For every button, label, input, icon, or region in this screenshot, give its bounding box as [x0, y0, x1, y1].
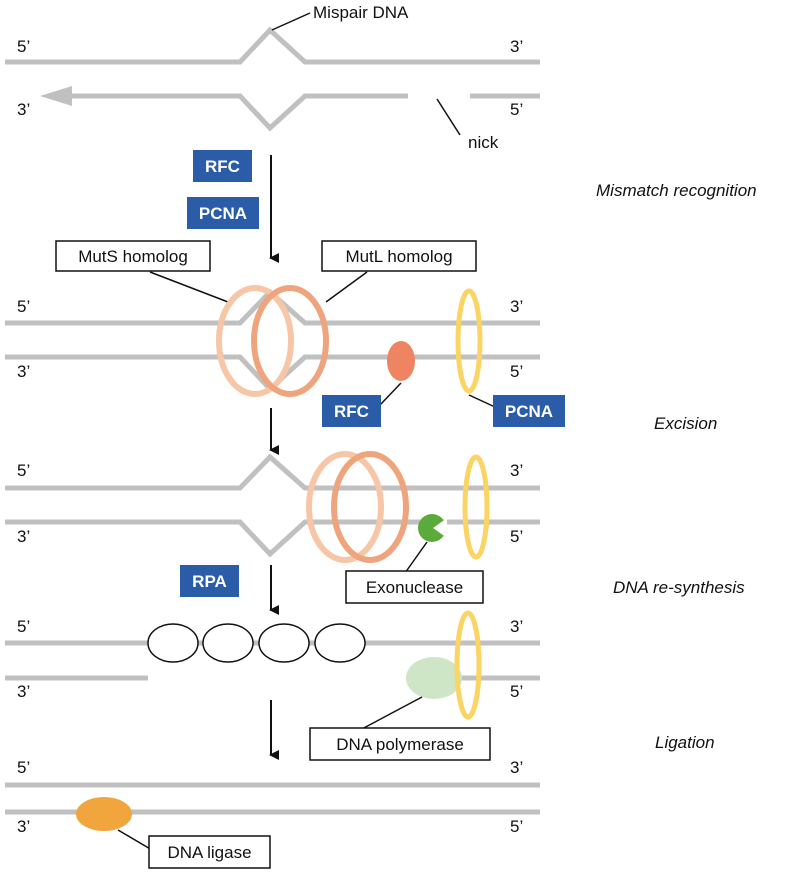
label-5prime: 5’: [17, 617, 30, 636]
rfc-protein: [387, 341, 415, 381]
rpa-protein: [202, 623, 254, 663]
step-ligation: Ligation: [655, 733, 715, 752]
label-3prime: 3’: [510, 37, 523, 56]
stage-resynthesis: 5’ 3’ 3’ 5’: [5, 610, 540, 731]
label-5prime: 5’: [510, 362, 523, 381]
dna-ligase-label: DNA ligase: [167, 843, 251, 862]
badge-rfc-label: RFC: [334, 402, 369, 421]
bottom-strand-1-left: [60, 93, 408, 132]
dna-ligase-box: DNA ligase: [148, 835, 271, 869]
pcna-leader: [468, 394, 496, 408]
label-5prime: 5’: [17, 758, 30, 777]
badge-pcna-2: PCNA: [493, 395, 565, 427]
nick-leader: [436, 98, 461, 136]
dna-polymerase-box: DNA polymerase: [309, 727, 491, 761]
muts-ring: [306, 451, 384, 563]
mutl-ring: [331, 451, 409, 563]
top-strand-1: [5, 26, 540, 65]
stage-recognition: 5’ 3’ 3’ 5’: [5, 271, 540, 408]
pcna-ring: [462, 454, 490, 560]
exonuclease-box: Exonuclease: [345, 570, 484, 604]
muts-leader: [149, 271, 229, 303]
label-5prime: 5’: [17, 37, 30, 56]
mutl-homolog-box: MutL homolog: [321, 240, 477, 272]
exonuclease-label: Exonuclease: [366, 578, 463, 597]
label-3prime: 3’: [510, 617, 523, 636]
label-5prime: 5’: [510, 682, 523, 701]
stage-excision: 5’ 3’ 3’ 5’: [5, 451, 540, 574]
strand-arrowhead: [40, 86, 72, 106]
badge-rfc-label: RFC: [205, 157, 240, 176]
dna-ligase-leader: [117, 829, 153, 851]
exonuclease-leader: [404, 541, 428, 574]
label-3prime: 3’: [17, 100, 30, 119]
stage-ligation: 5’ 3’ 3’ 5’: [5, 758, 540, 851]
bottom-strand-3: [5, 519, 540, 558]
label-5prime: 5’: [510, 817, 523, 836]
badge-pcna-label: PCNA: [505, 402, 553, 421]
badge-pcna-label: PCNA: [199, 204, 247, 223]
badge-rpa: RPA: [180, 565, 239, 597]
step-mismatch-recognition: Mismatch recognition: [596, 181, 757, 200]
label-5prime: 5’: [510, 100, 523, 119]
exonuclease-protein: [418, 514, 446, 542]
nick-label: nick: [468, 133, 499, 152]
mispair-leader: [271, 12, 311, 31]
muts-ring: [216, 285, 294, 397]
mispair-dna-label: Mispair DNA: [313, 3, 409, 22]
label-3prime: 3’: [510, 461, 523, 480]
rpa-protein: [314, 623, 366, 663]
step-dna-resynthesis: DNA re-synthesis: [613, 578, 745, 597]
badge-rfc-1: RFC: [193, 150, 252, 182]
label-3prime: 3’: [510, 758, 523, 777]
rpa-protein: [258, 623, 310, 663]
dna-polymerase-leader: [359, 696, 423, 731]
pcna-ring: [455, 288, 483, 394]
step-excision: Excision: [654, 414, 717, 433]
dna-ligase-protein: [76, 797, 132, 831]
mutl-homolog-label: MutL homolog: [345, 247, 452, 266]
mutl-ring: [251, 285, 329, 397]
rpa-protein: [147, 623, 199, 663]
stage-mispair: 5’ 3’ 3’ 5’ Mispair DNA nick: [5, 3, 540, 152]
badge-pcna-1: PCNA: [187, 197, 259, 229]
top-strand-3: [5, 453, 540, 491]
muts-homolog-label: MutS homolog: [78, 247, 188, 266]
label-3prime: 3’: [17, 682, 30, 701]
label-3prime: 3’: [17, 817, 30, 836]
badge-rpa-label: RPA: [192, 572, 227, 591]
label-5prime: 5’: [17, 461, 30, 480]
badge-rfc-2: RFC: [322, 395, 381, 427]
rfc-leader: [379, 382, 402, 406]
dna-polymerase-label: DNA polymerase: [336, 735, 464, 754]
mutl-leader: [325, 271, 368, 303]
label-3prime: 3’: [510, 297, 523, 316]
label-3prime: 3’: [17, 527, 30, 546]
pcna-ring: [454, 610, 482, 720]
exonuclease-mouth: [433, 518, 447, 538]
label-5prime: 5’: [510, 527, 523, 546]
dna-polymerase-protein: [406, 657, 462, 699]
label-5prime: 5’: [17, 297, 30, 316]
muts-homolog-box: MutS homolog: [55, 240, 211, 272]
label-3prime: 3’: [17, 362, 30, 381]
